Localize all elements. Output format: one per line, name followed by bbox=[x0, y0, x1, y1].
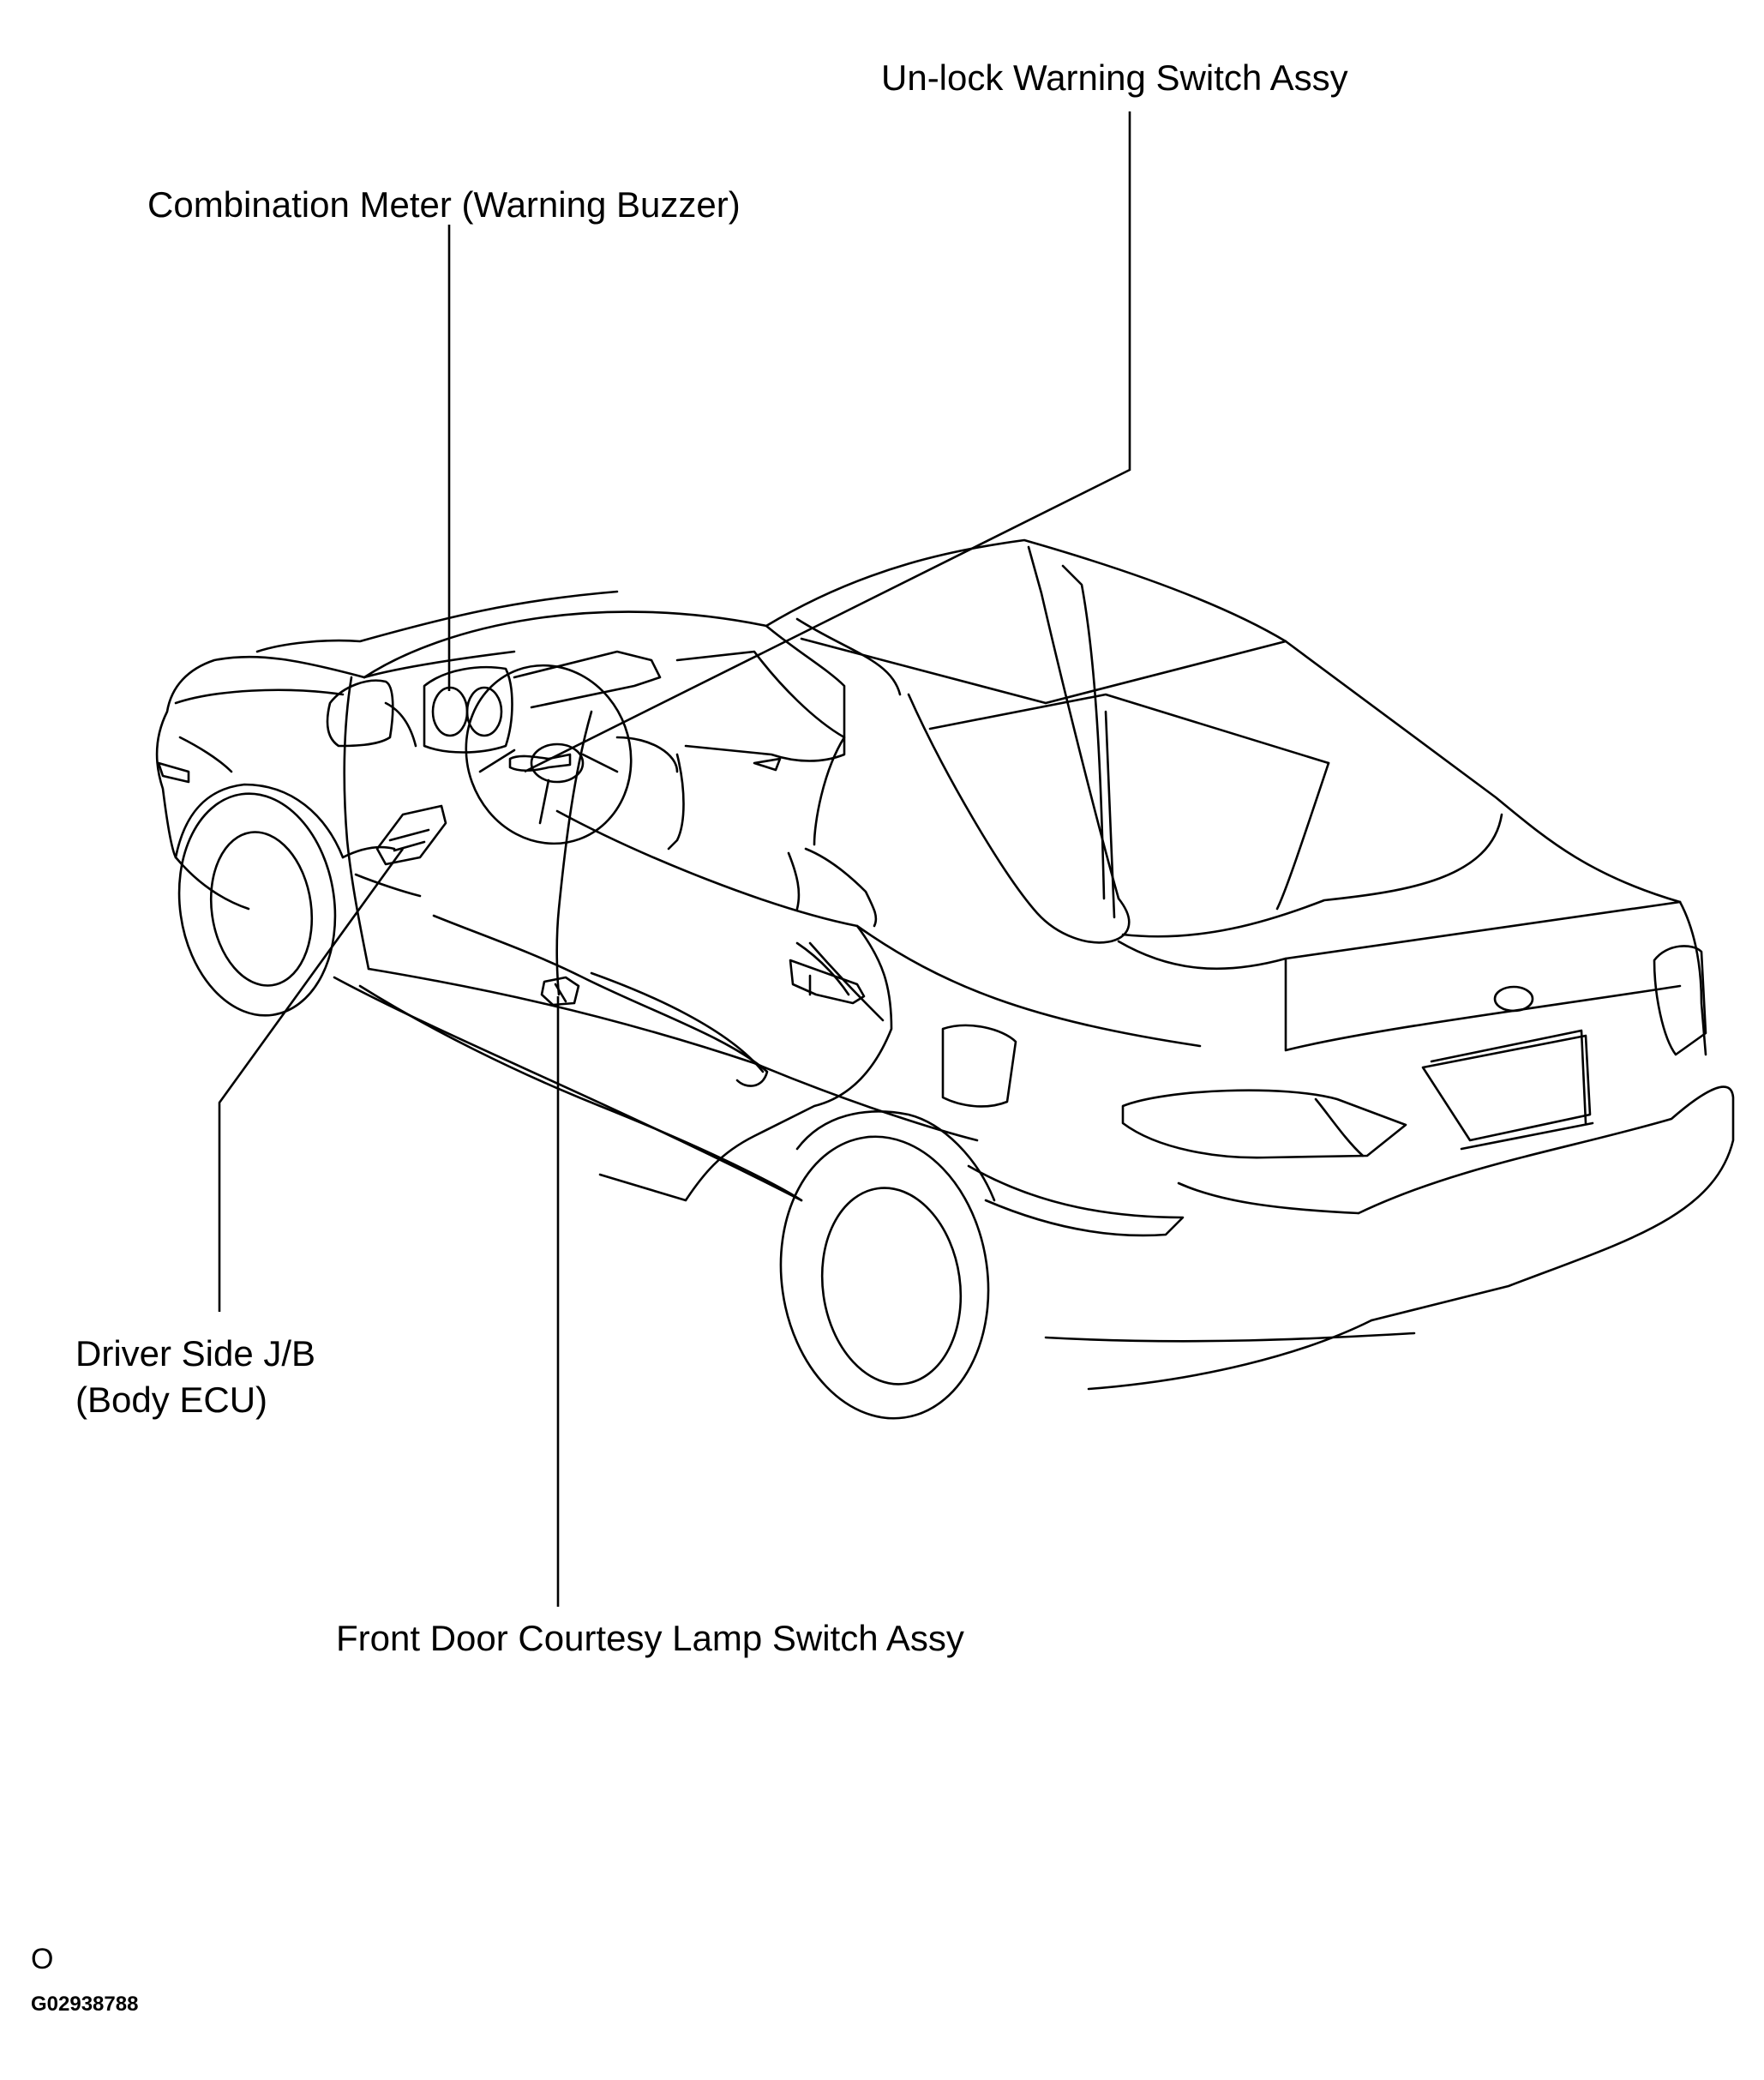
leader-driver-jb bbox=[218, 848, 405, 1312]
leader-lines bbox=[218, 111, 1131, 1607]
footer-mark: O bbox=[31, 1943, 54, 1975]
car-body bbox=[155, 538, 1735, 1420]
label-body-ecu: (Body ECU) bbox=[75, 1380, 268, 1420]
figure-id: G02938788 bbox=[31, 1993, 139, 2016]
label-driver-side-jb: Driver Side J/B bbox=[75, 1333, 316, 1374]
label-combination-meter: Combination Meter (Warning Buzzer) bbox=[147, 184, 741, 225]
label-courtesy-lamp-switch: Front Door Courtesy Lamp Switch Assy bbox=[336, 1618, 964, 1658]
label-unlock-warning-switch: Un-lock Warning Switch Assy bbox=[881, 57, 1348, 98]
leader-unlock-switch bbox=[524, 111, 1131, 773]
